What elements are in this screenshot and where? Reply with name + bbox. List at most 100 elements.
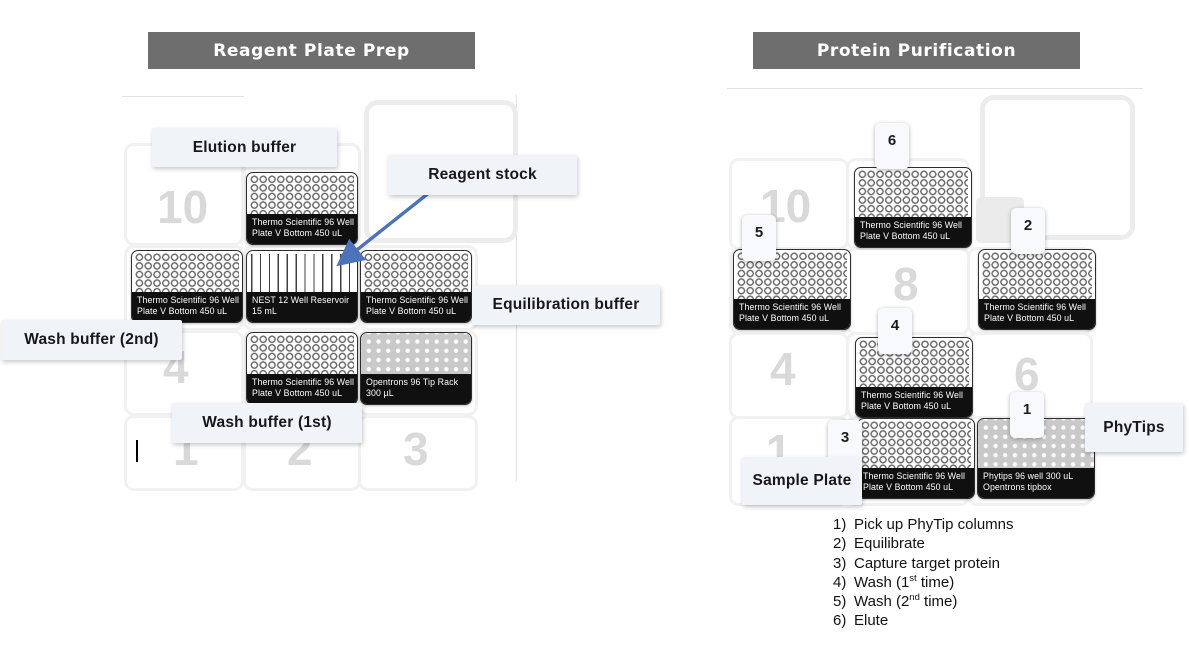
labware-label: Thermo Scientific 96 Well Plate V Bottom… (247, 373, 357, 404)
right-panel-title: Protein Purification (753, 32, 1080, 69)
labware-label-line1: Opentrons 96 Tip Rack (366, 376, 459, 387)
step-number: 2) (833, 535, 847, 553)
protocol-steps-list: 1)Pick up PhyTip columns 2)Equilibrate 3… (833, 515, 1014, 631)
slot-number-8: 8 (893, 258, 919, 310)
phytips-tipbox-step1[interactable]: Phytips 96 well 300 uL Opentrons tipbox (977, 418, 1095, 499)
callout-elution-buffer[interactable]: Elution buffer (152, 128, 337, 167)
left-deck-top-edge (122, 96, 244, 97)
labware-label-line2: Plate V Bottom 450 uL (860, 231, 951, 242)
step-badge-2: 2 (1011, 208, 1045, 254)
labware-label-line1: Thermo Scientific 96 Well (860, 219, 963, 230)
wells-grid (861, 421, 971, 468)
labware-label-line2: 300 µL (366, 388, 394, 399)
wells-grid (250, 335, 354, 374)
callout-wash-buffer-1st[interactable]: Wash buffer (1st) (172, 403, 362, 443)
badge-number: 1 (1022, 401, 1032, 418)
labware-label: Phytips 96 well 300 uL Opentrons tipbox (978, 467, 1094, 498)
callout-text: Wash buffer (2nd) (24, 331, 159, 348)
labware-label-line1: Thermo Scientific 96 Well (137, 294, 240, 305)
badge-number: 2 (1023, 217, 1033, 234)
labware-label-line1: NEST 12 Well Reservoir (252, 294, 350, 305)
labware-label-line1: Thermo Scientific 96 Well (863, 470, 966, 481)
protocol-step-5: 5)Wash (2nd time) (833, 592, 958, 611)
reagent-stock-reservoir[interactable]: NEST 12 Well Reservoir 15 mL (246, 250, 358, 323)
wells-grid (982, 252, 1092, 299)
text-cursor (136, 440, 138, 462)
wells-grid (859, 340, 969, 387)
sample-plate-step3[interactable]: Thermo Scientific 96 Well Plate V Bottom… (857, 418, 975, 499)
right-deck-top-edge (727, 88, 1143, 89)
labware-label: Thermo Scientific 96 Well Plate V Bottom… (132, 291, 242, 322)
step-badge-4: 4 (878, 308, 912, 354)
labware-label: Thermo Scientific 96 Well Plate V Bottom… (979, 298, 1095, 329)
callout-reagent-stock[interactable]: Reagent stock (388, 155, 577, 195)
labware-label-line2: 15 mL (252, 306, 277, 317)
badge-number: 5 (754, 224, 764, 241)
slot-number-10: 10 (157, 181, 209, 233)
labware-label: Thermo Scientific 96 Well Plate V Bottom… (247, 213, 357, 244)
protocol-step-6: 6)Elute (833, 612, 889, 630)
labware-label-line2: Plate V Bottom 450 uL (366, 306, 457, 317)
opentrons-tip-rack[interactable]: Opentrons 96 Tip Rack 300 µL (360, 332, 472, 405)
callout-phytips[interactable]: PhyTips (1085, 403, 1183, 452)
step-number: 6) (833, 612, 847, 630)
callout-text: PhyTips (1103, 418, 1165, 436)
labware-label-line1: Thermo Scientific 96 Well (861, 389, 964, 400)
labware-label: Thermo Scientific 96 Well Plate V Bottom… (361, 291, 471, 322)
protocol-step-1: 1)Pick up PhyTip columns (833, 516, 1014, 533)
equilibrate-plate-step2[interactable]: Thermo Scientific 96 Well Plate V Bottom… (978, 249, 1096, 330)
labware-label-line1: Thermo Scientific 96 Well (739, 301, 842, 312)
callout-equilibration-buffer[interactable]: Equilibration buffer (472, 285, 660, 325)
deck-slot-6 (358, 330, 478, 416)
labware-label: Thermo Scientific 96 Well Plate V Bottom… (858, 467, 974, 498)
callout-wash-buffer-2nd[interactable]: Wash buffer (2nd) (1, 320, 182, 360)
wells-grid (858, 170, 968, 217)
labware-label: Opentrons 96 Tip Rack 300 µL (361, 373, 471, 404)
protocol-step-4: 4)Wash (1st time) (833, 572, 955, 591)
labware-label-line1: Thermo Scientific 96 Well (984, 301, 1087, 312)
wash2-plate-step5[interactable]: Thermo Scientific 96 Well Plate V Bottom… (733, 249, 851, 330)
labware-label-line2: Plate V Bottom 450 uL (861, 401, 952, 412)
labware-label-line1: Phytips 96 well 300 uL (983, 470, 1074, 481)
wash2-buffer-plate[interactable]: Thermo Scientific 96 Well Plate V Bottom… (131, 250, 243, 323)
badge-number: 4 (890, 317, 900, 334)
labware-label-line1: Thermo Scientific 96 Well (252, 216, 355, 227)
labware-label-line2: Plate V Bottom 450 uL (252, 388, 343, 399)
callout-sample-plate[interactable]: Sample Plate (742, 457, 862, 505)
wash1-buffer-plate[interactable]: Thermo Scientific 96 Well Plate V Bottom… (246, 332, 358, 405)
labware-label-line2: Plate V Bottom 450 uL (863, 482, 954, 493)
callout-text: Reagent stock (428, 166, 537, 183)
labware-label-line2: Plate V Bottom 450 uL (252, 228, 343, 239)
badge-number: 3 (840, 429, 850, 446)
labware-label: NEST 12 Well Reservoir 15 mL (247, 291, 357, 322)
labware-label: Thermo Scientific 96 Well Plate V Bottom… (855, 216, 971, 247)
labware-label: Thermo Scientific 96 Well Plate V Bottom… (856, 386, 972, 417)
left-panel-title-text: Reagent Plate Prep (213, 40, 410, 61)
labware-label-line1: Thermo Scientific 96 Well (366, 294, 469, 305)
labware-label: Thermo Scientific 96 Well Plate V Bottom… (734, 298, 850, 329)
wells-grid (135, 253, 239, 292)
elute-plate-step6[interactable]: Thermo Scientific 96 Well Plate V Bottom… (854, 167, 972, 248)
wash1-plate-step4[interactable]: Thermo Scientific 96 Well Plate V Bottom… (855, 337, 973, 418)
step-number: 3) (833, 554, 847, 572)
protocol-step-3: 3)Capture target protein (833, 554, 1000, 572)
step-number: 1) (833, 516, 847, 533)
wells-grid (364, 253, 468, 292)
protocol-step-2: 2)Equilibrate (833, 535, 925, 553)
callout-text: Wash buffer (1st) (202, 414, 332, 431)
badge-number: 6 (887, 132, 897, 149)
labware-label-line1: Thermo Scientific 96 Well (252, 376, 355, 387)
slot-number-3: 3 (403, 423, 429, 475)
deck-slot-3 (358, 415, 478, 491)
labware-label-line2: Opentrons tipbox (983, 482, 1052, 493)
labware-label-line2: Plate V Bottom 450 uL (137, 306, 228, 317)
callout-text: Elution buffer (192, 138, 297, 156)
labware-label-line2: Plate V Bottom 450 uL (984, 313, 1075, 324)
tip-grid (361, 333, 471, 374)
step-badge-6: 6 (875, 123, 909, 169)
slot-number-6: 6 (1014, 348, 1040, 400)
equilibration-buffer-plate[interactable]: Thermo Scientific 96 Well Plate V Bottom… (360, 250, 472, 323)
step-number: 4) (833, 573, 847, 591)
elution-buffer-plate[interactable]: Thermo Scientific 96 Well Plate V Bottom… (246, 172, 358, 245)
